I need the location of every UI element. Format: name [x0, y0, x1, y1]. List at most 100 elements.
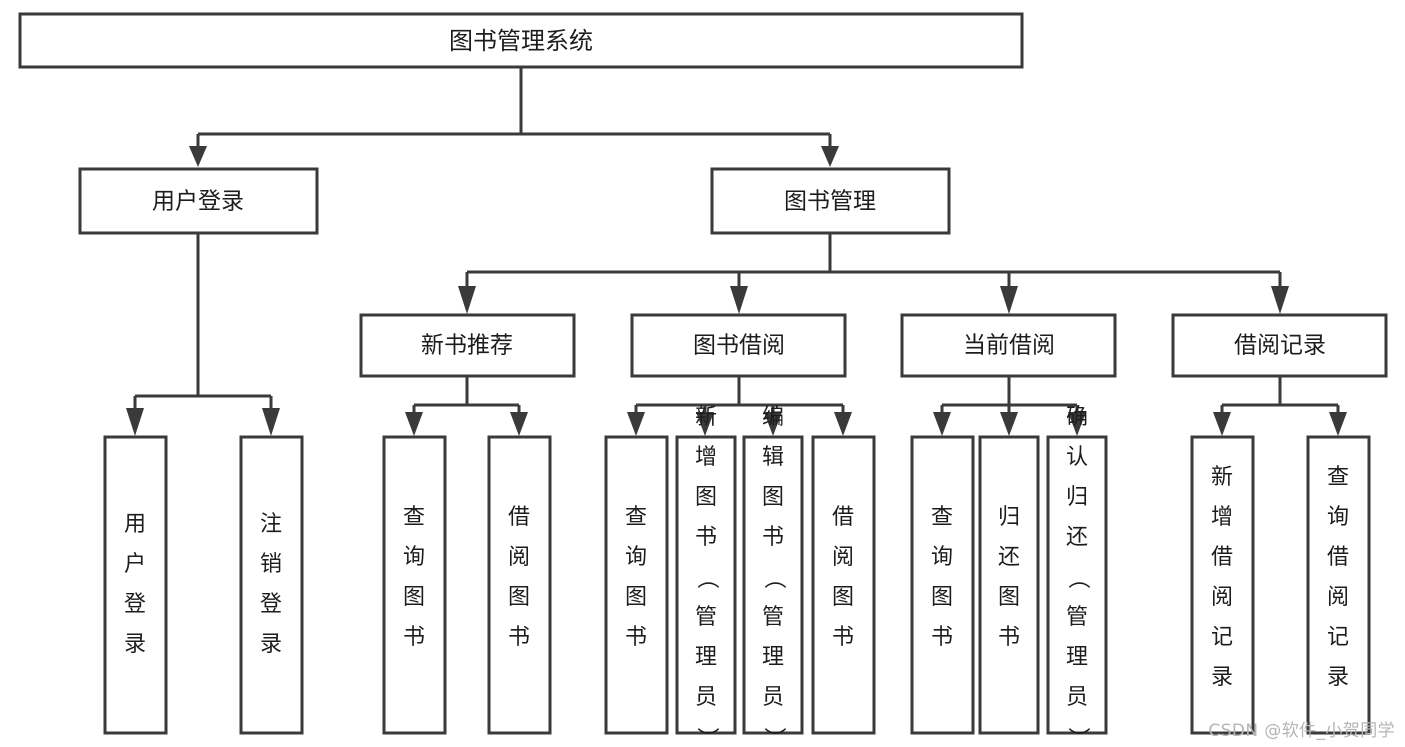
vertical-text-char: （ — [761, 567, 786, 589]
node-current-borrow[interactable]: 当前借阅 — [900, 313, 1117, 378]
node-user-login-label: 用户登录 — [152, 189, 244, 215]
node-new-book-recommend-box[interactable] — [359, 313, 576, 378]
leaf-borrow-3-box[interactable] — [742, 435, 804, 735]
leaf-user-login-1-label: 用户登录 — [124, 512, 146, 657]
leaf-user-login-1[interactable]: 用户登录 — [103, 435, 168, 735]
vertical-text-char: 图 — [403, 585, 425, 610]
vertical-text-char: 图 — [508, 585, 530, 610]
vertical-text-char: 增 — [1211, 505, 1233, 530]
vertical-text-char: 图 — [931, 585, 953, 610]
vertical-text-char: 用 — [124, 512, 146, 537]
vertical-text-char: 借 — [832, 505, 854, 530]
vertical-text-char: 录 — [124, 632, 146, 657]
vertical-text-char: 书 — [403, 625, 425, 650]
vertical-text-char: 员 — [1066, 685, 1088, 710]
vertical-text-char: 新 — [695, 405, 717, 430]
node-borrow-record-box[interactable] — [1171, 313, 1388, 378]
arrow-to-borrow-record — [1271, 286, 1289, 314]
leaf-recommend-2-box[interactable] — [487, 435, 552, 735]
node-root[interactable]: 图书管理系统 — [18, 12, 1024, 69]
vertical-text-char: 管 — [762, 605, 784, 630]
vertical-text-char: ） — [694, 727, 719, 747]
arrow-leaf-current-3 — [1068, 412, 1086, 436]
vertical-text-char: 登 — [260, 592, 282, 617]
vertical-text-char: 询 — [403, 545, 425, 570]
leaf-record-1-box[interactable] — [1190, 435, 1255, 735]
arrow-to-book-borrow — [730, 286, 748, 314]
vertical-text-char: （ — [1065, 567, 1090, 589]
vertical-text-char: 书 — [998, 625, 1020, 650]
leaf-user-login-1-box[interactable] — [103, 435, 168, 735]
node-book-management-label: 图书管理 — [784, 189, 876, 215]
node-root-box[interactable] — [18, 12, 1024, 69]
node-new-book-recommend[interactable]: 新书推荐 — [359, 313, 576, 378]
vertical-text-char: 书 — [762, 525, 784, 550]
vertical-text-char: 管 — [1066, 605, 1088, 630]
node-book-borrow-box[interactable] — [630, 313, 847, 378]
leaf-borrow-2-box[interactable] — [675, 435, 737, 735]
leaf-current-3-box[interactable] — [1046, 435, 1108, 735]
arrow-to-user-login — [189, 146, 207, 167]
vertical-text-char: 管 — [695, 605, 717, 630]
node-book-borrow-label: 图书借阅 — [693, 333, 785, 359]
vertical-text-char: ） — [1065, 727, 1090, 747]
vertical-text-char: 录 — [1327, 665, 1349, 690]
leaf-user-login-2-box[interactable] — [239, 435, 304, 735]
arrow-leaf-user-login-2 — [262, 408, 280, 436]
node-user-login[interactable]: 用户登录 — [78, 167, 319, 235]
vertical-text-char: （ — [694, 567, 719, 589]
arrow-leaf-record-1 — [1213, 412, 1231, 436]
node-book-management-box[interactable] — [710, 167, 951, 235]
leaf-current-2-box[interactable] — [978, 435, 1040, 735]
node-book-management[interactable]: 图书管理 — [710, 167, 951, 235]
leaf-current-1-box[interactable] — [910, 435, 975, 735]
vertical-text-char: 记 — [1327, 625, 1349, 650]
vertical-text-char: 员 — [695, 685, 717, 710]
node-root-label: 图书管理系统 — [449, 27, 593, 55]
node-book-borrow[interactable]: 图书借阅 — [630, 313, 847, 378]
leaf-recommend-1-box[interactable] — [382, 435, 447, 735]
vertical-text-char: 借 — [1327, 545, 1349, 570]
node-user-login-box[interactable] — [78, 167, 319, 235]
leaf-borrow-1-box[interactable] — [604, 435, 669, 735]
vertical-text-char: 理 — [762, 645, 784, 670]
vertical-text-char: 理 — [1066, 645, 1088, 670]
arrow-to-new-book-recommend — [458, 286, 476, 314]
vertical-text-char: 户 — [124, 552, 146, 577]
vertical-text-char: 查 — [931, 505, 953, 530]
vertical-text-char: 辑 — [762, 445, 784, 470]
leaf-record-2-box[interactable] — [1306, 435, 1371, 735]
vertical-text-char: 编 — [762, 405, 784, 430]
vertical-text-char: 图 — [762, 485, 784, 510]
leaf-borrow-4-box[interactable] — [811, 435, 876, 735]
node-current-borrow-box[interactable] — [900, 313, 1117, 378]
vertical-text-char: ） — [761, 727, 786, 747]
arrow-leaf-user-login-1 — [126, 408, 144, 436]
vertical-text-char: 图 — [832, 585, 854, 610]
vertical-text-char: 归 — [1066, 485, 1088, 510]
node-borrow-record[interactable]: 借阅记录 — [1171, 313, 1388, 378]
vertical-text-char: 录 — [1211, 665, 1233, 690]
arrow-leaf-borrow-1 — [627, 412, 645, 436]
vertical-text-char: 阅 — [1327, 585, 1349, 610]
